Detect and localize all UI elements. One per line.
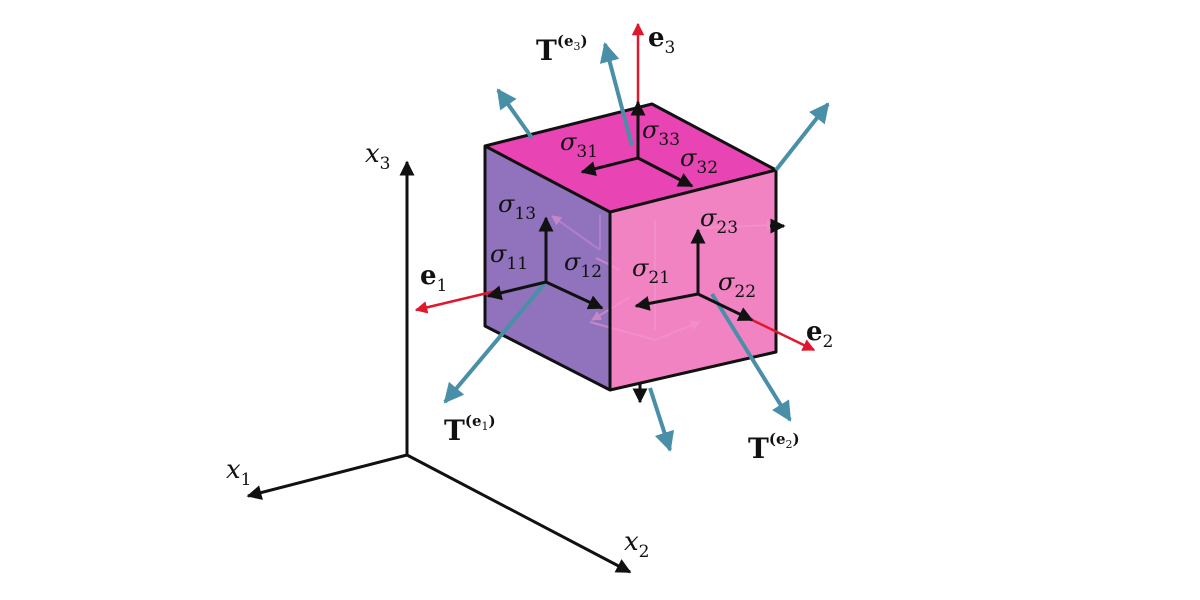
cube-edges (483, 102, 778, 392)
sigma33-label: σ33 (642, 116, 680, 150)
sigma32-arrow (637, 156, 694, 188)
traction-labels: T(e3) T(e1) T(e2) (444, 32, 800, 465)
normal-labels: e3 e1 e2 (420, 23, 833, 352)
sigma21-label: σ21 (632, 254, 670, 288)
axis-labels: x3 x1 x2 (226, 139, 650, 562)
coordinate-axes (246, 160, 632, 574)
sigma21-arrow (634, 292, 699, 311)
sigma12-label: σ12 (564, 248, 602, 282)
stress-labels: σ33 σ31 σ32 σ13 σ11 σ12 σ23 σ21 σ22 (490, 116, 756, 302)
normal-e1-arrow (414, 288, 501, 314)
sigma11-label: σ11 (490, 240, 528, 274)
sigma13-label: σ13 (498, 190, 536, 224)
traction-e3-arrow (599, 42, 634, 147)
sigma11-arrow (486, 280, 547, 301)
x2-axis-arrow (406, 453, 632, 574)
traction-vectors (443, 42, 830, 452)
x1-axis-arrow (246, 453, 408, 500)
traction-top-left-arrow (496, 88, 534, 140)
traction-e1-arrow (443, 281, 547, 404)
x3-label: x3 (365, 139, 391, 174)
e3-label: e3 (648, 23, 675, 58)
sigma23-label: σ23 (700, 204, 738, 238)
sigma22-label: σ22 (718, 268, 756, 302)
traction-e1-label: T(e1) (444, 412, 496, 447)
x2-label: x2 (624, 527, 650, 562)
x1-label: x1 (226, 455, 252, 490)
sigma32-label: σ32 (680, 144, 718, 178)
cube-right-face (610, 170, 776, 390)
sigma12-arrow (545, 280, 604, 310)
traction-e2-label: T(e2) (748, 430, 800, 465)
cube (483, 102, 778, 392)
stress-components (486, 100, 786, 404)
e2-label: e2 (806, 317, 833, 352)
traction-e2-arrow (710, 292, 792, 422)
traction-bottom-arrow (648, 387, 674, 452)
sigma31-arrow (580, 156, 639, 177)
e1-label: e1 (420, 261, 447, 296)
traction-e3-label: T(e3) (536, 32, 588, 67)
sigma22-arrow (697, 292, 754, 322)
cube-top-face (485, 104, 776, 212)
normal-e2-arrow (743, 314, 816, 352)
traction-right-arrow (774, 102, 830, 172)
sigma31-label: σ31 (560, 128, 598, 162)
